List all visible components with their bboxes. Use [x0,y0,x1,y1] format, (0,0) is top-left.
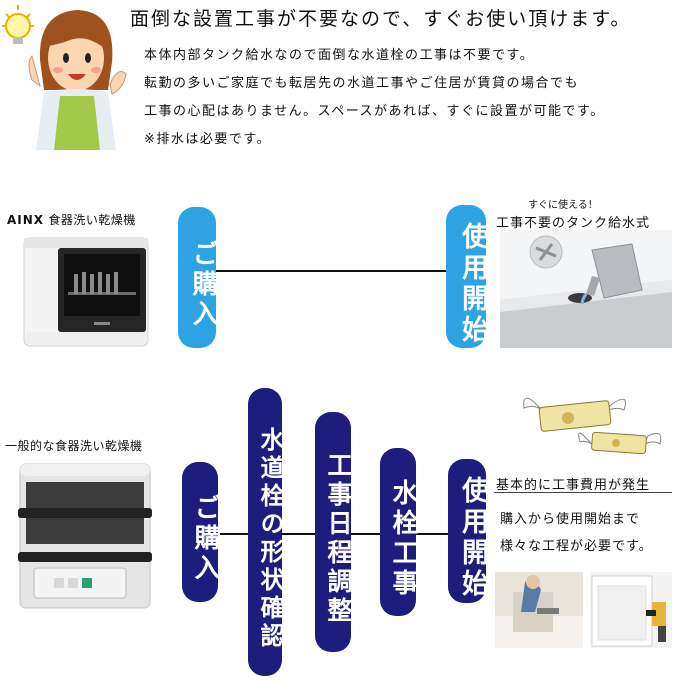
ainx-brand-logo: AINX [7,213,45,227]
ainx-caption-main: 工事不要のタンク給水式 [496,216,651,231]
general-step-shape-check: 水道栓の形状確認 [248,388,284,676]
ainx-product-name: 食器洗い乾燥機 [48,213,136,227]
ainx-step-purchase: ご購入 [178,207,218,348]
ainx-dishwasher-image [23,237,149,347]
body-line-2: 転勤の多いご家庭でも転居先の水道工事やご住居が賃貸の場合でも [144,76,580,91]
woman-illustration [2,5,127,150]
headline: 面倒な設置工事が不要なので、すぐお使い頂けます。 [130,8,632,30]
ainx-product-label: AINX 食器洗い乾燥機 [7,211,136,228]
lightbulb-icon [2,5,34,44]
ainx-step-start: 使用開始 [446,205,488,348]
general-caption-line-2: 様々な工程が必要です。 [500,539,653,554]
general-step-purchase: ご購入 [182,462,220,602]
plumbing-work-photo [495,572,583,648]
ainx-flow-line [216,270,446,272]
body-line-4: ※排水は必要です。 [144,132,272,147]
general-caption-divider [494,492,672,493]
body-line-1: 本体内部タンク給水なので面倒な水道栓の工事は不要です。 [144,48,535,63]
installation-work-photo [590,572,672,648]
general-step-start: 使用開始 [448,459,488,603]
general-step-faucet-work: 水栓工事 [380,448,418,616]
general-caption-line-1: 購入から使用開始まで [500,512,641,527]
body-line-3: 工事の心配はありません。スペースがあれば、すぐに設置が可能です。 [144,104,605,119]
tank-supply-image [500,230,672,348]
general-product-label: 一般的な食器洗い乾燥機 [5,439,143,453]
general-step-schedule: 工事日程調整 [315,412,353,652]
general-dishwasher-image [18,463,152,609]
general-caption-title: 基本的に工事費用が発生 [496,478,651,493]
ainx-caption-small: すぐに使える！ [528,200,598,211]
flying-money-image [523,397,662,455]
